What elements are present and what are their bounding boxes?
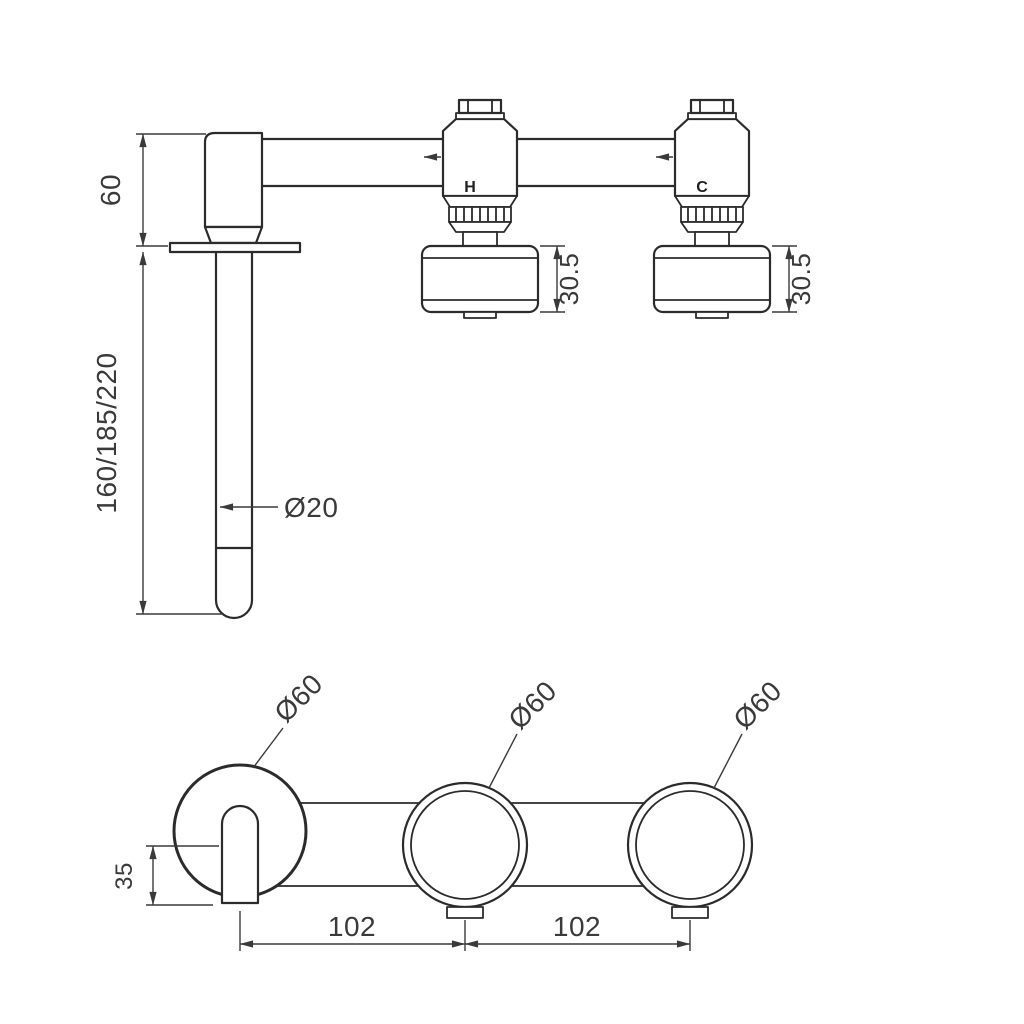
hot-valve-taper — [448, 221, 512, 233]
spout-drop-extension-lines — [146, 845, 219, 906]
center-flange-circle — [401, 781, 529, 909]
cold-valve-cap — [689, 98, 735, 115]
hot-escutcheon-extension-lines — [540, 245, 565, 313]
dim-spout-length-label: 160/185/220 — [91, 352, 122, 513]
hot-valve-collar — [442, 195, 518, 208]
cold-valve-collar — [674, 195, 750, 208]
cold-valve-cap-detail — [699, 99, 725, 114]
right-flange-circle — [626, 781, 754, 909]
hot-valve-knurl-hatch — [455, 207, 505, 222]
spout-outlet-front — [220, 804, 260, 905]
hot-valve-cap-detail — [467, 99, 493, 114]
center-valve-nub — [446, 906, 484, 919]
front-view — [172, 763, 754, 919]
hot-escutcheon-cylinder — [420, 244, 540, 314]
dim-right-flange-label: Ø60 — [727, 675, 787, 735]
right-valve-nub — [671, 906, 709, 919]
left-flange-leader — [252, 727, 284, 769]
supply-arm — [260, 137, 677, 188]
hot-valve — [423, 98, 519, 247]
cold-valve-taper — [680, 221, 744, 233]
side-view-dimensions — [136, 133, 797, 615]
hot-escutcheon — [420, 244, 540, 319]
cold-escutcheon-nub — [695, 311, 729, 319]
hot-valve-label: H — [464, 179, 476, 196]
cold-escutcheon-cylinder — [652, 244, 772, 314]
cold-escutcheon-extension-lines — [772, 245, 797, 313]
cold-valve-knurl-hatch — [687, 207, 737, 222]
cold-valve-body — [673, 117, 751, 198]
mounting-bar — [276, 802, 645, 887]
hot-valve-cap — [457, 98, 503, 115]
hot-escutcheon-bands — [422, 257, 538, 301]
hot-escutcheon-nub — [463, 311, 497, 319]
center-flange-leader — [488, 733, 518, 789]
cold-valve — [655, 98, 751, 247]
spout-base-cone — [203, 225, 264, 245]
spout-body — [203, 131, 264, 229]
spout-tube — [214, 250, 254, 620]
cold-escutcheon — [652, 244, 772, 319]
dim-left-spacing-label: 102 — [328, 911, 376, 942]
dim-left-flange-label: Ø60 — [268, 668, 328, 728]
dim-center-flange-label: Ø60 — [502, 675, 562, 735]
right-flange-inner-circle — [635, 790, 745, 900]
cold-valve-stem — [694, 231, 730, 247]
front-view-dimensions — [146, 727, 743, 951]
dim-spout-drop-label: 35 — [111, 862, 138, 890]
dim-cold-escutcheon-label: 30.5 — [786, 253, 816, 306]
dim-hot-escutcheon-label: 30.5 — [554, 253, 584, 306]
hot-valve-stem — [462, 231, 498, 247]
dim-spout-diameter-label: Ø20 — [284, 492, 338, 523]
dim-right-spacing-label: 102 — [553, 911, 601, 942]
right-flange-leader — [713, 733, 743, 789]
hot-valve-body — [441, 117, 519, 198]
side-view — [168, 98, 772, 620]
cold-escutcheon-bands — [654, 257, 770, 301]
wall-flange — [168, 241, 302, 254]
dim-spout-height-label: 60 — [95, 174, 126, 206]
center-flange-inner-circle — [410, 790, 520, 900]
cold-valve-label: C — [696, 179, 708, 196]
